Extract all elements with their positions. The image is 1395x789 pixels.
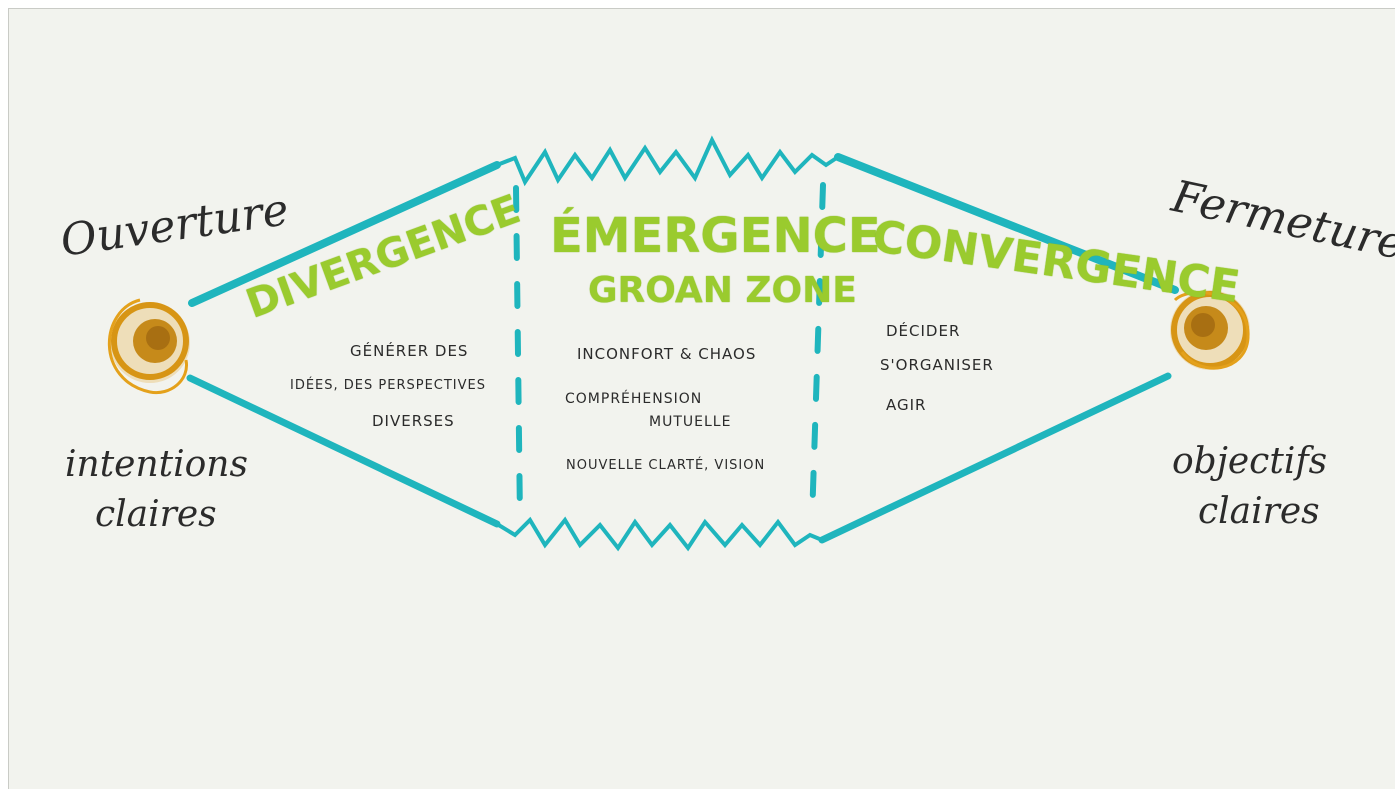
emergence-subtitle: Groan Zone [588, 270, 857, 311]
right-top-edge [834, 153, 1179, 294]
caption-left-line2: claires [95, 494, 217, 535]
left-top-edge [188, 161, 501, 307]
emergence-item-1: Inconfort & chaos [577, 345, 757, 363]
divergence-text-line2: idées, des perspectives [290, 378, 486, 393]
right-dashed-line [809, 182, 826, 523]
right-bottom-edge [818, 372, 1172, 544]
convergence-item-1: Décider [886, 322, 961, 340]
left-bottom-edge [186, 374, 501, 528]
start-circle-icon [107, 298, 190, 395]
emergence-item-3: mutuelle [649, 414, 732, 430]
divergence-text-line1: Générer des [350, 342, 469, 360]
caption-left-line1: intentions [65, 444, 248, 485]
caption-right-line1: objectifs [1172, 441, 1328, 482]
caption-right-line2: claires [1198, 491, 1320, 532]
convergence-item-3: Agir [886, 396, 927, 414]
emergence-title: Émergence [550, 208, 881, 264]
top-zigzag [495, 135, 840, 187]
divergence-text-line3: diverses [372, 412, 455, 430]
left-dashed-line [513, 185, 523, 523]
emergence-item-2: Compréhension [565, 391, 703, 407]
bottom-zigzag [495, 516, 824, 552]
convergence-item-2: S'organiser [880, 356, 994, 374]
end-circle-icon [1170, 290, 1250, 370]
emergence-item-4: Nouvelle clarté, vision [566, 458, 766, 473]
